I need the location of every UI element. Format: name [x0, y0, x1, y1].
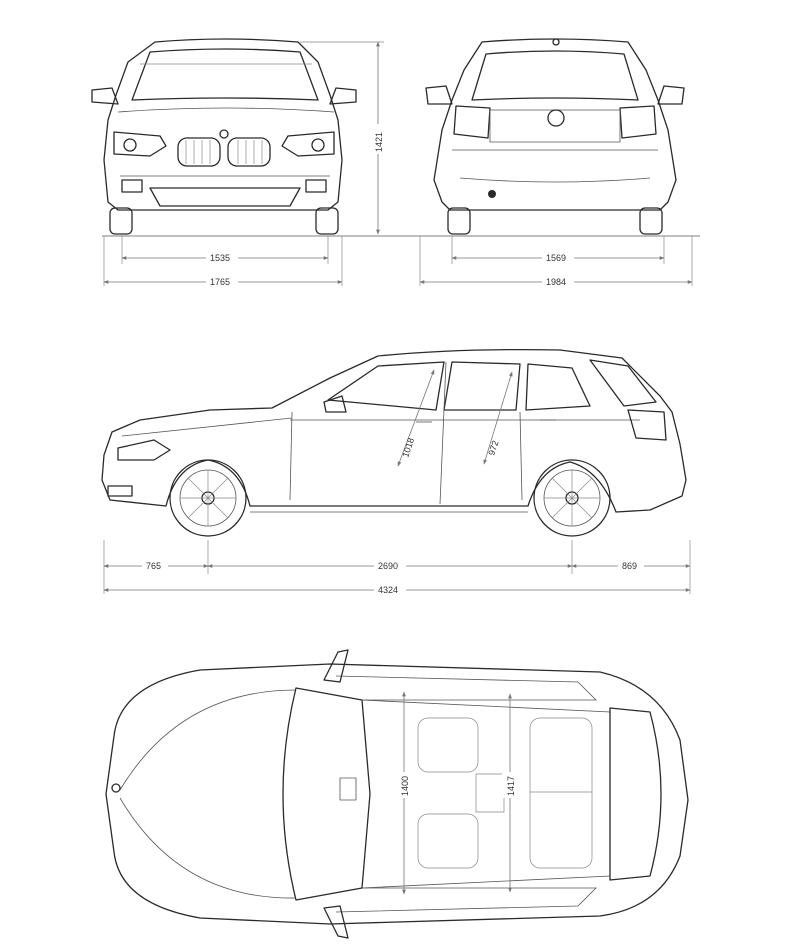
front-door-height-label: 1018 [400, 436, 416, 458]
rear-door-height-label: 972 [486, 439, 500, 456]
rear-overhang-label: 869 [622, 561, 637, 571]
front-height-label: 1421 [374, 132, 384, 152]
front-interior-width-label: 1400 [400, 776, 410, 796]
length-label: 4324 [378, 585, 398, 595]
rear-track-label: 1569 [546, 253, 566, 263]
rear-width-label: 1984 [546, 277, 566, 287]
rear-interior-width-label: 1417 [506, 776, 516, 796]
front-width-label: 1765 [210, 277, 230, 287]
rear-view [425, 38, 685, 235]
front-overhang-label: 765 [146, 561, 161, 571]
front-rear-dimension-lines [103, 41, 693, 286]
wheelbase-label: 2690 [378, 561, 398, 571]
dimension-labels: 1421 1535 1765 1569 1984 765 2690 869 43… [142, 124, 644, 798]
front-view [91, 38, 700, 237]
top-view [105, 649, 689, 939]
front-track-label: 1535 [210, 253, 230, 263]
side-view [101, 348, 687, 537]
